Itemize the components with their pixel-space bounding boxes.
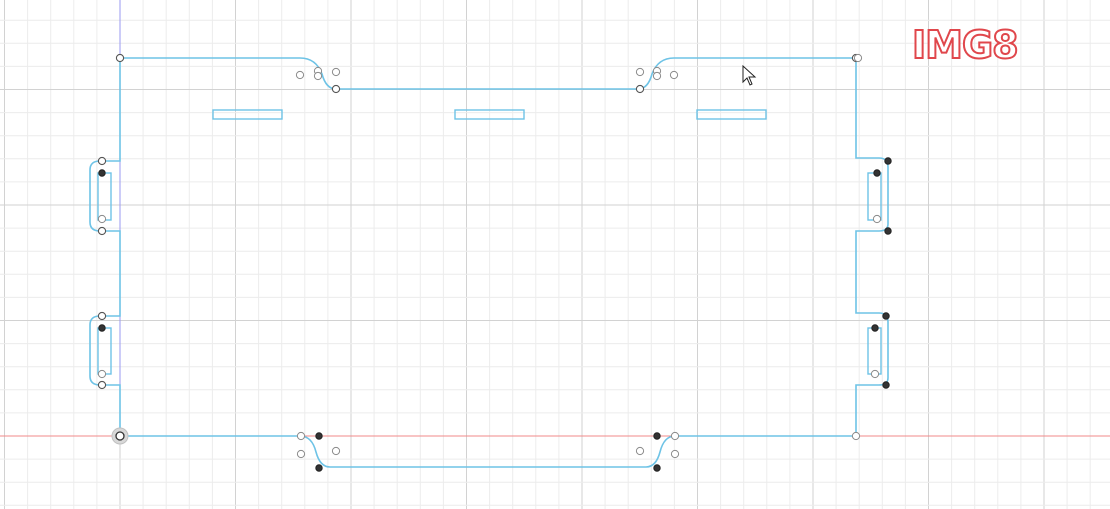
sketch-point[interactable] xyxy=(97,156,107,166)
fixed-point[interactable] xyxy=(882,381,890,389)
fixed-point[interactable] xyxy=(653,464,661,472)
fixed-point[interactable] xyxy=(315,432,323,440)
sketch-point[interactable] xyxy=(331,67,341,77)
slot-right-upper[interactable] xyxy=(867,172,882,221)
sketch-point[interactable] xyxy=(97,380,107,390)
sketch-point[interactable] xyxy=(635,446,645,456)
fixed-point[interactable] xyxy=(653,432,661,440)
fixed-point[interactable] xyxy=(873,169,881,177)
sketch-point[interactable] xyxy=(635,84,645,94)
slot-top-right[interactable] xyxy=(696,109,767,120)
sketch-point[interactable] xyxy=(295,70,305,80)
sketch-point[interactable] xyxy=(97,226,107,236)
sketch-point[interactable] xyxy=(331,84,341,94)
sketch-point[interactable] xyxy=(115,53,125,63)
sketch-point[interactable] xyxy=(872,214,882,224)
arrow-cursor-icon xyxy=(742,64,757,86)
sketch-point[interactable] xyxy=(97,214,107,224)
slot-top-center[interactable] xyxy=(454,109,525,120)
sketch-point[interactable] xyxy=(331,446,341,456)
slot-left-upper[interactable] xyxy=(97,172,112,221)
sketch-point[interactable] xyxy=(870,369,880,379)
sketch-point[interactable] xyxy=(97,311,107,321)
sketch-point[interactable] xyxy=(652,71,662,81)
fixed-point[interactable] xyxy=(871,324,879,332)
sketch-point[interactable] xyxy=(851,431,861,441)
image-label-badge: IMG8 xyxy=(911,23,1020,67)
fixed-point[interactable] xyxy=(98,324,106,332)
sketch-point[interactable] xyxy=(635,67,645,77)
sketch-points[interactable] xyxy=(97,53,892,472)
sketch-point[interactable] xyxy=(313,71,323,81)
sketch-point[interactable] xyxy=(853,53,863,63)
origin-point-icon[interactable] xyxy=(111,427,129,445)
fixed-point[interactable] xyxy=(98,169,106,177)
slot-top-left[interactable] xyxy=(212,109,283,120)
sketch-point[interactable] xyxy=(296,449,306,459)
sketch-point[interactable] xyxy=(97,369,107,379)
fixed-point[interactable] xyxy=(315,464,323,472)
sketch-point[interactable] xyxy=(670,431,680,441)
sketch-point[interactable] xyxy=(669,70,679,80)
sketch-point[interactable] xyxy=(296,431,306,441)
sketch-point[interactable] xyxy=(670,449,680,459)
fixed-point[interactable] xyxy=(884,157,892,165)
fixed-point[interactable] xyxy=(882,312,890,320)
fixed-point[interactable] xyxy=(884,227,892,235)
